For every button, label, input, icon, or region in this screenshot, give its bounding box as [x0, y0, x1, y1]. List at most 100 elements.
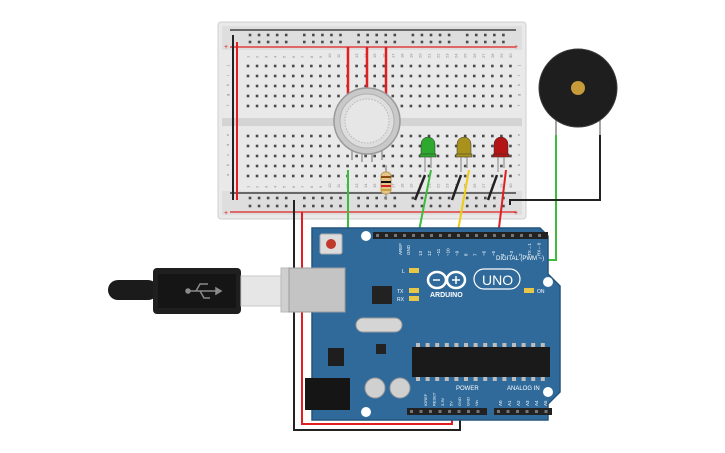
breadboard-hole[interactable] [264, 104, 268, 108]
breadboard-hole[interactable] [301, 74, 304, 78]
rail-hole[interactable] [266, 33, 270, 37]
breadboard-hole[interactable] [382, 164, 386, 168]
breadboard-hole[interactable] [427, 94, 431, 98]
rail-hole[interactable] [465, 40, 469, 44]
rail-hole[interactable] [447, 33, 451, 37]
breadboard-hole[interactable] [255, 64, 259, 68]
power-header-pin[interactable] [410, 410, 413, 413]
breadboard-hole[interactable] [409, 174, 413, 178]
breadboard-hole[interactable] [291, 164, 295, 168]
rail-hole[interactable] [366, 33, 369, 37]
breadboard-hole[interactable] [310, 134, 313, 138]
digital-header-pin[interactable] [403, 234, 406, 237]
breadboard-hole[interactable] [418, 84, 422, 88]
breadboard-hole[interactable] [355, 84, 358, 88]
rail-hole[interactable] [339, 40, 342, 44]
breadboard-hole[interactable] [273, 94, 277, 98]
breadboard-hole[interactable] [409, 134, 413, 138]
rail-hole[interactable] [248, 40, 252, 44]
breadboard-hole[interactable] [454, 174, 458, 178]
breadboard-hole[interactable] [418, 94, 422, 98]
rail-hole[interactable] [303, 33, 306, 37]
breadboard-hole[interactable] [255, 104, 259, 108]
breadboard-hole[interactable] [436, 134, 440, 138]
breadboard-hole[interactable] [382, 64, 386, 68]
rail-hole[interactable] [366, 40, 369, 44]
rail-hole[interactable] [275, 196, 279, 200]
breadboard-hole[interactable] [255, 174, 259, 178]
rail-hole[interactable] [275, 204, 279, 208]
breadboard-hole[interactable] [509, 164, 512, 168]
breadboard-hole[interactable] [482, 154, 485, 158]
breadboard-hole[interactable] [255, 134, 259, 138]
rail-hole[interactable] [303, 40, 306, 44]
breadboard-hole[interactable] [409, 104, 413, 108]
breadboard-hole[interactable] [310, 144, 313, 148]
breadboard-hole[interactable] [246, 104, 250, 108]
breadboard-hole[interactable] [291, 134, 295, 138]
breadboard-hole[interactable] [319, 104, 322, 108]
breadboard-hole[interactable] [509, 74, 512, 78]
breadboard-hole[interactable] [418, 144, 422, 148]
breadboard-hole[interactable] [373, 164, 376, 168]
breadboard-hole[interactable] [301, 64, 304, 68]
breadboard-hole[interactable] [373, 74, 376, 78]
header-pins[interactable] [376, 234, 548, 413]
breadboard-hole[interactable] [273, 104, 277, 108]
rail-hole[interactable] [493, 40, 496, 44]
breadboard-hole[interactable] [491, 134, 494, 138]
breadboard-hole[interactable] [400, 74, 404, 78]
breadboard-hole[interactable] [328, 174, 331, 178]
breadboard-hole[interactable] [436, 164, 440, 168]
rail-hole[interactable] [502, 40, 505, 44]
rail-hole[interactable] [275, 40, 279, 44]
rail-hole[interactable] [474, 196, 478, 200]
rail-hole[interactable] [312, 204, 315, 208]
breadboard-hole[interactable] [454, 104, 458, 108]
digital-header-pin[interactable] [520, 234, 523, 237]
breadboard-hole[interactable] [255, 154, 259, 158]
rail-hole[interactable] [266, 196, 270, 200]
breadboard-hole[interactable] [500, 74, 503, 78]
breadboard-hole[interactable] [255, 84, 259, 88]
breadboard-hole[interactable] [373, 174, 376, 178]
breadboard-hole[interactable] [500, 94, 503, 98]
rail-hole[interactable] [447, 204, 451, 208]
breadboard-hole[interactable] [509, 144, 512, 148]
rail-hole[interactable] [438, 204, 442, 208]
breadboard-hole[interactable] [328, 94, 331, 98]
breadboard-hole[interactable] [355, 174, 358, 178]
rail-hole[interactable] [303, 204, 306, 208]
breadboard-hole[interactable] [319, 84, 322, 88]
breadboard-hole[interactable] [491, 144, 494, 148]
wire-green-led-signal[interactable] [417, 169, 432, 237]
breadboard-hole[interactable] [445, 94, 449, 98]
breadboard-hole[interactable] [328, 74, 331, 78]
wire-buzzer-gnd[interactable] [509, 135, 601, 205]
rail-hole[interactable] [438, 33, 442, 37]
rail-hole[interactable] [429, 196, 433, 200]
breadboard-hole[interactable] [382, 84, 386, 88]
breadboard-hole[interactable] [463, 134, 467, 138]
rail-hole[interactable] [411, 196, 415, 200]
rail-hole[interactable] [339, 204, 342, 208]
breadboard-hole[interactable] [328, 154, 331, 158]
breadboard-hole[interactable] [509, 64, 512, 68]
rail-hole[interactable] [429, 33, 433, 37]
breadboard-hole[interactable] [509, 104, 512, 108]
breadboard-hole[interactable] [409, 84, 413, 88]
rail-hole[interactable] [375, 40, 378, 44]
breadboard-hole[interactable] [491, 84, 494, 88]
power-header-pin[interactable] [476, 410, 480, 413]
breadboard-hole[interactable] [472, 74, 476, 78]
breadboard-hole[interactable] [291, 104, 295, 108]
led-red[interactable] [492, 136, 510, 172]
breadboard-hole[interactable] [355, 64, 358, 68]
power-header-pin[interactable] [457, 410, 461, 413]
breadboard-hole[interactable] [273, 144, 277, 148]
breadboard-hole[interactable] [291, 174, 295, 178]
breadboard-hole[interactable] [409, 154, 413, 158]
breadboard-hole[interactable] [445, 84, 449, 88]
breadboard-hole[interactable] [436, 154, 440, 158]
